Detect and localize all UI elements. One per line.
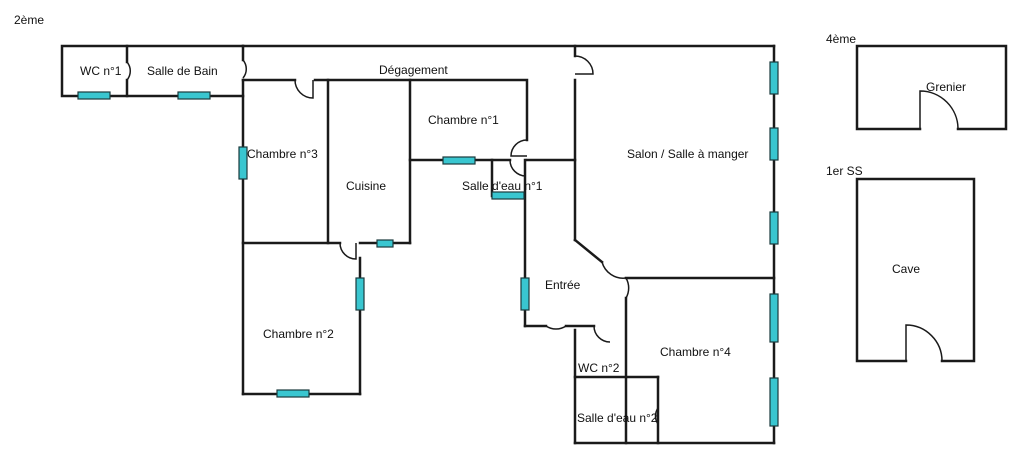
room-label-salon: Salon / Salle à manger (627, 147, 748, 161)
wall-wc-bath-outer (60, 44, 245, 98)
room-label-wc1: WC n°1 (80, 64, 122, 78)
door-chambre4 (625, 277, 630, 299)
windows (77, 61, 779, 427)
window-salle-eau1 (491, 191, 525, 200)
door-chambre2 (339, 242, 357, 260)
room-label-salle-eau2: Salle d'eau n°2 (577, 411, 658, 425)
door-chambre1 (510, 139, 528, 157)
door-salon-entree (601, 261, 627, 279)
door-cave (905, 324, 943, 362)
window-chambre1 (442, 156, 476, 165)
room-label-chambre4: Chambre n°4 (660, 345, 731, 359)
doors (126, 55, 659, 425)
window-cuisine (376, 239, 394, 248)
door-wc2 (593, 325, 611, 343)
room-label-grenier: Grenier (926, 80, 966, 94)
floor-label-2eme: 2ème (14, 13, 44, 27)
wall-grenier (855, 44, 1008, 131)
wall-cave (855, 177, 976, 363)
room-label-cuisine: Cuisine (346, 179, 386, 193)
room-label-chambre2: Chambre n°2 (263, 327, 334, 341)
room-labels: WC n°1 Salle de Bain Dégagement Chambre … (80, 63, 748, 425)
door-salle-de-bain (242, 59, 247, 79)
window-entree (520, 277, 530, 311)
cave-plan: Cave (855, 177, 976, 363)
room-label-chambre3: Chambre n°3 (247, 147, 318, 161)
window-wc1 (77, 91, 111, 100)
door-salle-eau1 (509, 159, 527, 177)
floor-label-4eme: 4ème (826, 32, 856, 46)
floor-label-1er-ss: 1er SS (826, 164, 863, 178)
door-salon (574, 55, 594, 75)
room-label-wc2: WC n°2 (578, 361, 620, 375)
window-chambre3 (238, 146, 248, 180)
wall-corridor-b (313, 78, 529, 142)
room-label-salle-de-bain: Salle de Bain (147, 64, 218, 78)
grenier-plan: Grenier (855, 44, 1008, 131)
door-chambre3 (294, 79, 314, 99)
window-salle-de-bain (177, 91, 211, 100)
room-label-entree: Entrée (545, 278, 581, 292)
room-label-salle-eau1: Salle d'eau n°1 (462, 179, 543, 193)
window-chambre2-right (355, 277, 365, 311)
window-chambre4-2 (769, 377, 779, 427)
door-salle-eau2 (654, 407, 659, 425)
wall-entree-diag (573, 238, 604, 264)
window-chambre2-bottom (276, 389, 310, 398)
room-label-degagement: Dégagement (379, 63, 448, 77)
window-chambre4-1 (769, 293, 779, 343)
door-entree (545, 325, 567, 330)
door-wc1 (126, 61, 131, 81)
window-salon-2 (769, 127, 779, 161)
room-label-cave: Cave (892, 262, 920, 276)
main-apartment-walls (60, 44, 776, 445)
window-salon-3 (769, 211, 779, 245)
room-label-chambre1: Chambre n°1 (428, 113, 499, 127)
door-grenier (919, 90, 959, 130)
window-salon-1 (769, 61, 779, 95)
